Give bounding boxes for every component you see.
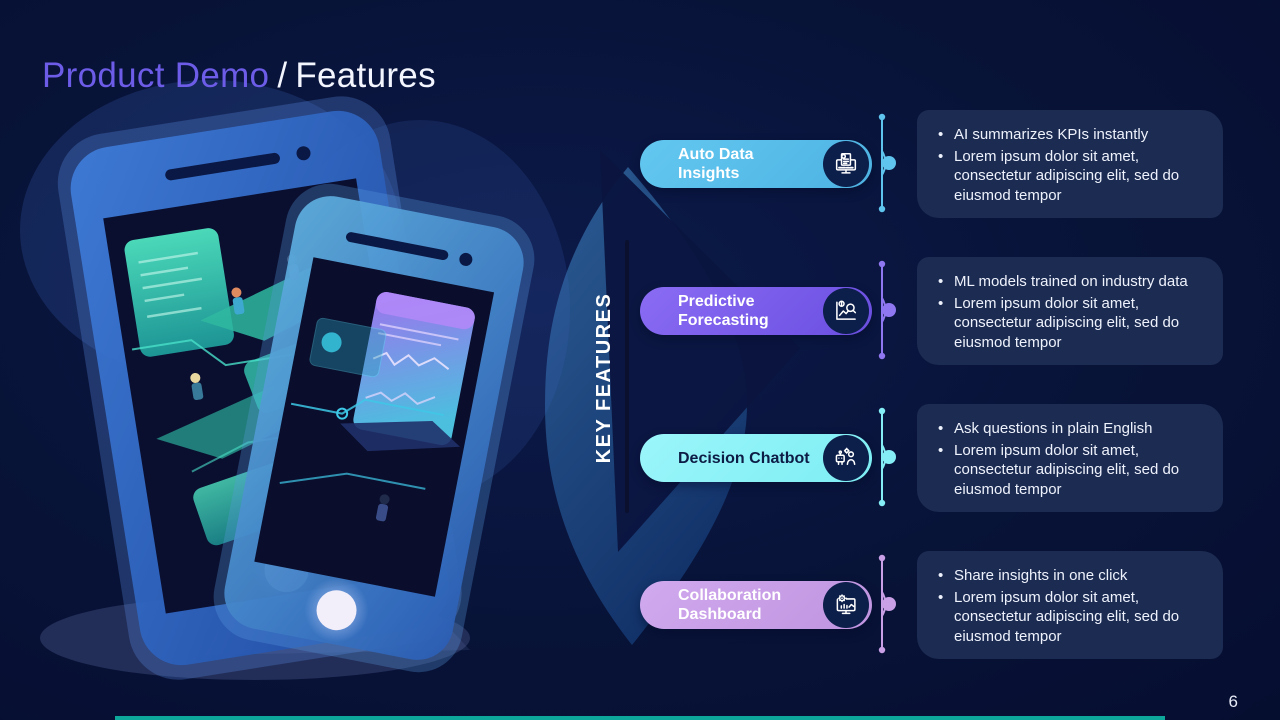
feature-pill-label: Predictive Forecasting bbox=[678, 293, 769, 329]
page-number: 6 bbox=[1228, 692, 1238, 711]
feature-row-auto-data-insights: Auto Data Insights AI su bbox=[640, 110, 1226, 218]
vertical-divider bbox=[625, 240, 629, 513]
feature-pill: Auto Data Insights bbox=[640, 140, 872, 188]
feature-row-decision-chatbot: Decision Chatbot bbox=[640, 404, 1226, 512]
key-features-label: KEY FEATURES bbox=[593, 292, 615, 464]
feature-pill: Predictive Forecasting bbox=[640, 287, 872, 335]
feature-pill: Collaboration Dashboard bbox=[640, 581, 872, 629]
title-separator: / bbox=[277, 56, 288, 96]
bottom-accent-bar bbox=[115, 716, 1165, 720]
feature-bullets: AI summarizes KPIs instantly Lorem ipsum… bbox=[935, 125, 1203, 205]
connector bbox=[878, 260, 896, 360]
title-primary: Product Demo bbox=[42, 56, 270, 96]
feature-card: Ask questions in plain English Lorem ips… bbox=[917, 404, 1223, 512]
feature-card: Share insights in one click Lorem ipsum … bbox=[917, 551, 1223, 659]
feature-pill-label: Auto Data Insights bbox=[678, 146, 754, 182]
connector bbox=[878, 113, 896, 213]
feature-bullets: Ask questions in plain English Lorem ips… bbox=[935, 419, 1203, 499]
feature-row-predictive-forecasting: Predictive Forecasting M bbox=[640, 257, 1226, 365]
dashboard-gear-icon bbox=[823, 582, 869, 628]
connector bbox=[878, 407, 896, 507]
page-title: Product Demo/Features bbox=[42, 56, 436, 96]
feature-pill-label: Collaboration Dashboard bbox=[678, 587, 782, 623]
feature-bullets: Share insights in one click Lorem ipsum … bbox=[935, 566, 1203, 646]
feature-bullets: ML models trained on industry data Lorem… bbox=[935, 272, 1203, 352]
title-secondary: Features bbox=[295, 56, 436, 96]
feature-pill-label: Decision Chatbot bbox=[678, 449, 810, 467]
front-phone bbox=[213, 183, 535, 673]
feature-pill: Decision Chatbot bbox=[640, 434, 872, 482]
feature-card: ML models trained on industry data Lorem… bbox=[917, 257, 1223, 365]
connector bbox=[878, 554, 896, 654]
feature-row-collaboration-dashboard: Collaboration Dashboard bbox=[640, 551, 1226, 659]
feature-card: AI summarizes KPIs instantly Lorem ipsum… bbox=[917, 110, 1223, 218]
report-monitor-icon bbox=[823, 141, 869, 187]
chatbot-icon bbox=[823, 435, 869, 481]
forecast-chart-icon bbox=[823, 288, 869, 334]
